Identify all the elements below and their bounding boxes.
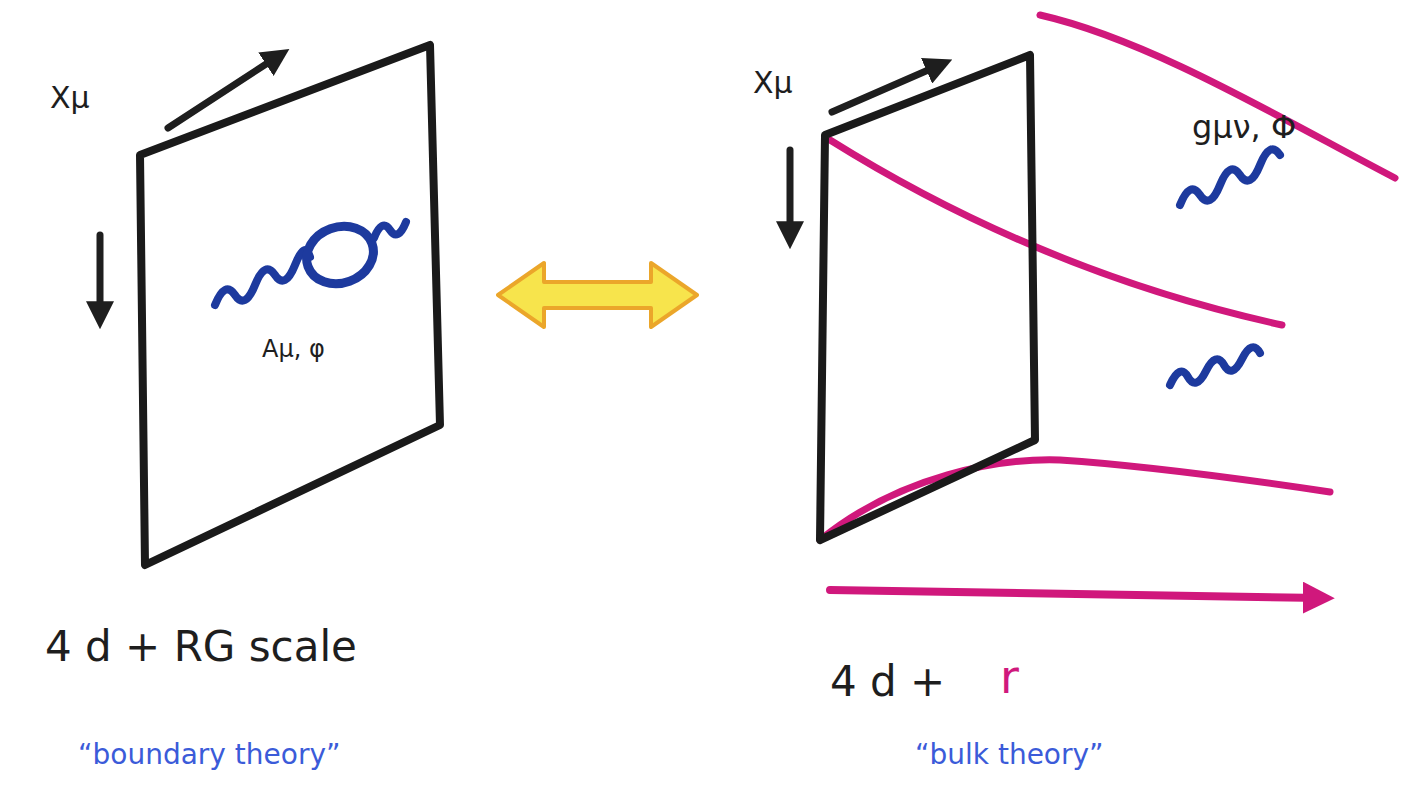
sheet-outline <box>745 40 1045 550</box>
sheet-outline <box>40 35 450 575</box>
sheet-plane: Xμ <box>745 40 1045 550</box>
coordinate-label: Xμ <box>753 65 793 101</box>
field-loop <box>298 217 381 293</box>
geometry-curve <box>1040 15 1395 178</box>
radial-label: r <box>1000 650 1019 705</box>
radial-arrow <box>830 590 1322 598</box>
sheet-plane: XμAμ, φ <box>40 35 450 575</box>
direction-arrow <box>97 235 104 318</box>
geometry-curve <box>830 140 1282 325</box>
direction-arrow <box>787 150 794 238</box>
direction-arrow <box>832 64 942 112</box>
axis-label: 4 d + <box>830 657 945 707</box>
field-label: Aμ, φ <box>262 335 325 364</box>
geometry-curve <box>820 460 1330 540</box>
field-wiggle <box>1170 347 1260 385</box>
caption-label: “bulk theory” <box>915 738 1104 772</box>
field-label: gμν, Φ <box>1192 108 1296 146</box>
duality-arrow <box>498 263 697 327</box>
field-wiggle <box>215 250 310 305</box>
sheet-outline <box>140 45 440 565</box>
direction-arrow <box>168 55 280 128</box>
field-wiggle <box>1180 149 1280 205</box>
sheet-outline <box>820 55 1035 540</box>
axis-label: 4 d + RG scale <box>45 622 357 672</box>
caption-label: “boundary theory” <box>78 738 341 772</box>
coordinate-label: Xμ <box>50 80 90 116</box>
field-wiggle <box>374 222 406 238</box>
